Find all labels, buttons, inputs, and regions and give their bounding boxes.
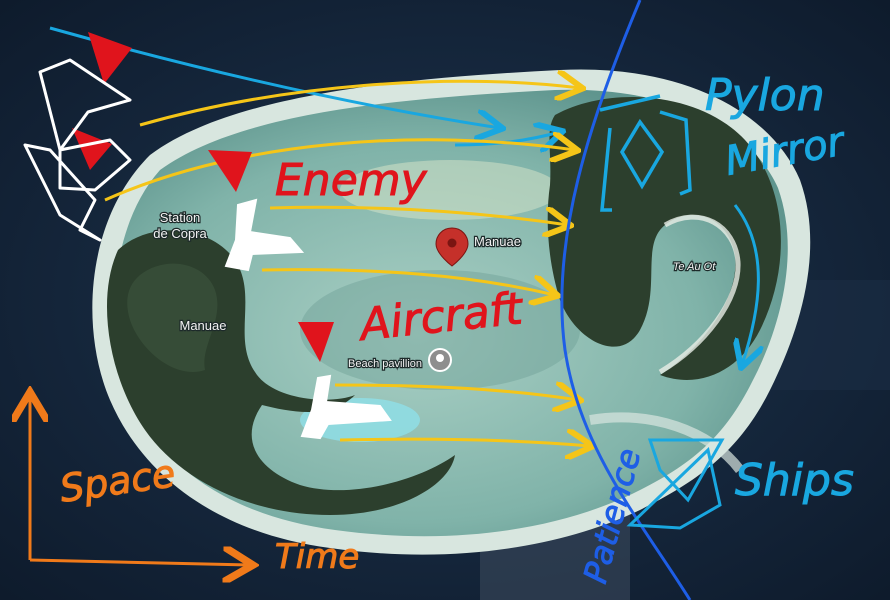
yellow-arrow-5: [334, 385, 578, 400]
pylon-icon: [599, 94, 692, 212]
pin-beach-label[interactable]: Beach pavillion: [347, 357, 423, 371]
southeast-beach: [589, 412, 744, 474]
location-marker-icon[interactable]: [428, 348, 452, 372]
pylon-top: [599, 94, 661, 112]
enemy-label: Enemy: [275, 155, 428, 206]
aircraft-2: [300, 374, 392, 440]
time-label: Time: [275, 537, 359, 577]
pylon-diamond: [619, 118, 665, 190]
yellow-arrow-6: [339, 439, 590, 446]
lagoon-deep: [300, 270, 580, 390]
red-triangle-2: [72, 128, 112, 170]
west-islet-inner: [127, 263, 218, 372]
pylon-bracket-left: [600, 127, 612, 212]
blue-ship-hull: [626, 447, 722, 530]
ships-label: Ships: [735, 455, 854, 506]
white-sail-3: [23, 143, 102, 242]
yellow-arrow-4: [261, 268, 555, 295]
station-label-line1: Station: [160, 210, 200, 225]
yellow-arrow-1: [139, 81, 580, 127]
blue-curve-arrow: [735, 204, 758, 365]
ship-icon: [626, 438, 725, 530]
west-islet-label: Manuae: [180, 318, 227, 333]
red-triangle-4: [298, 322, 334, 362]
aircraft-1: [224, 198, 305, 272]
yellow-arrow-3: [269, 205, 568, 225]
blue-ship-sail: [647, 438, 725, 503]
station-label-line2: de Copra: [153, 226, 207, 241]
east-islet-label: Te Au Ot: [673, 261, 717, 273]
yellow-arrow-2: [104, 140, 575, 202]
ship-icon: [23, 58, 132, 242]
lagoon-shallows: [340, 160, 560, 220]
pylon-bracket-right: [659, 110, 692, 196]
red-triangle-3: [208, 150, 252, 192]
white-sail-2: [58, 138, 132, 192]
white-sail-1: [38, 58, 132, 152]
time-axis: [29, 560, 250, 565]
east-islet-beach-arc: [658, 214, 741, 375]
aircraft-icon: [224, 198, 392, 440]
pin-main-label[interactable]: Manuae: [473, 233, 522, 250]
yellow-arrows: [104, 81, 590, 446]
space-time-axes: [30, 395, 250, 565]
red-triangle-1: [88, 32, 132, 84]
map-pin-icon[interactable]: [435, 227, 469, 267]
pylon-label: Pylon: [705, 70, 825, 121]
down-triangle-icon: [72, 32, 334, 362]
